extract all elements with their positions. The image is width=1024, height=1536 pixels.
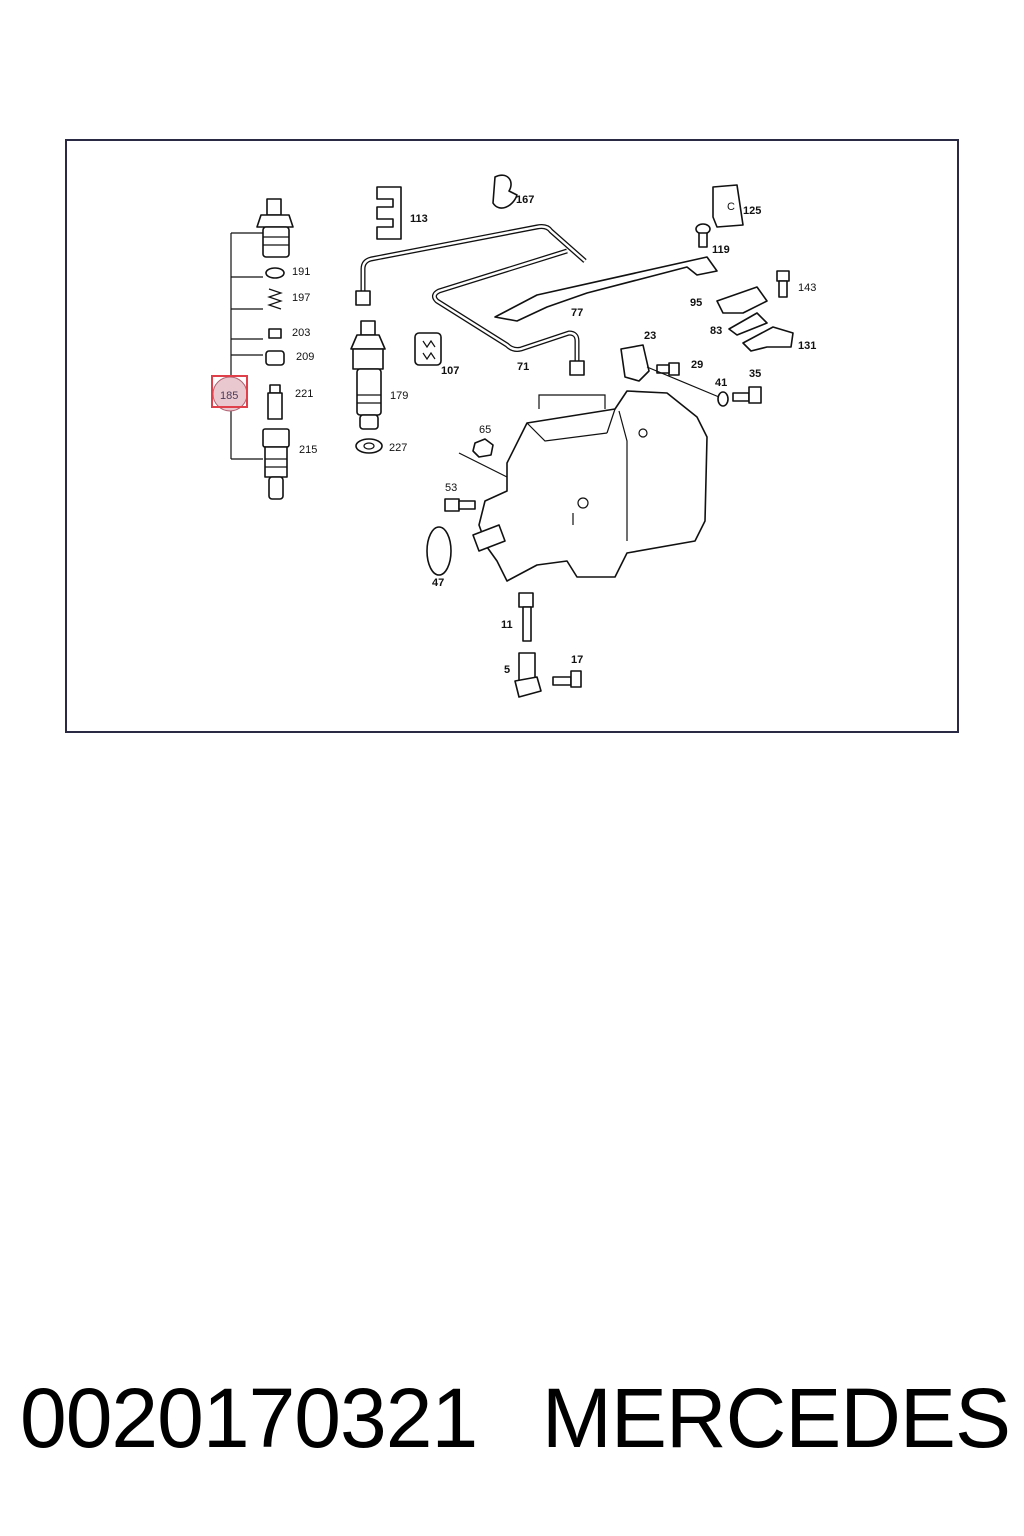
label-167: 167 — [516, 194, 534, 206]
label-71: 71 — [517, 361, 529, 373]
label-23: 23 — [644, 330, 656, 342]
label-17: 17 — [571, 654, 583, 666]
injection-pump — [472, 390, 708, 582]
part-number: 0020170321 — [20, 1371, 478, 1465]
clamp-107 — [414, 332, 442, 366]
label-125: 125 — [743, 205, 761, 217]
bracket-131 — [742, 326, 794, 352]
label-47: 47 — [432, 577, 444, 589]
label-53: 53 — [445, 482, 457, 494]
o-ring-47 — [426, 526, 452, 576]
clip-113 — [376, 186, 402, 240]
washer-191 — [265, 267, 285, 279]
label-143: 143 — [798, 282, 816, 294]
bracket-strip-77 — [494, 256, 718, 322]
label-29: 29 — [691, 359, 703, 371]
injector-explosion-bracket — [230, 232, 263, 460]
parts-diagram: 191 197 203 209 185 221 215 179 227 113 … — [211, 174, 816, 698]
label-113: 113 — [410, 213, 428, 225]
label-119: 119 — [712, 244, 730, 256]
label-227: 227 — [389, 442, 407, 454]
label-95: 95 — [690, 297, 702, 309]
parts-diagram-frame: 191 197 203 209 185 221 215 179 227 113 … — [65, 139, 959, 733]
label-179: 179 — [390, 390, 408, 402]
injector-holder-top — [256, 198, 294, 258]
label-209: 209 — [296, 351, 314, 363]
label-197: 197 — [292, 292, 310, 304]
injector-179 — [350, 320, 386, 430]
label-221: 221 — [295, 388, 313, 400]
bolt-17 — [552, 670, 582, 688]
bracket-23 — [620, 344, 650, 382]
bolt-35 — [732, 386, 762, 404]
label-77: 77 — [571, 307, 583, 319]
label-11: 11 — [501, 619, 513, 631]
label-5: 5 — [504, 664, 510, 676]
spacer-209 — [265, 350, 285, 366]
screw-119 — [695, 223, 711, 248]
label-65: 65 — [479, 424, 491, 436]
label-215: 215 — [299, 444, 317, 456]
label-107: 107 — [441, 365, 459, 377]
highlight-callout-185[interactable] — [211, 375, 248, 412]
caption-bar: 0020170321 MERCEDES — [20, 1368, 1011, 1468]
label-41: 41 — [715, 377, 727, 389]
clip-83 — [728, 312, 768, 336]
label-131: 131 — [798, 340, 816, 352]
injection-line-71 — [355, 224, 587, 376]
bolt-143 — [776, 270, 790, 298]
clip-167 — [492, 174, 518, 209]
nut-65 — [472, 438, 494, 458]
seal-washer-227 — [355, 438, 383, 454]
bracket-125 — [712, 184, 744, 228]
label-bracket-c: C — [727, 201, 735, 213]
stud-11 — [518, 592, 534, 642]
nozzle-221 — [267, 384, 283, 420]
label-203: 203 — [292, 327, 310, 339]
label-191: 191 — [292, 266, 310, 278]
washer-41 — [717, 391, 729, 407]
pin-203 — [268, 328, 282, 339]
brand-name: MERCEDES — [541, 1371, 1011, 1465]
label-185[interactable]: 185 — [220, 390, 238, 402]
bolt-29 — [656, 362, 680, 376]
clip-95 — [716, 286, 768, 314]
bolt-53 — [444, 498, 476, 512]
spring-197 — [267, 288, 283, 310]
label-83: 83 — [710, 325, 722, 337]
nozzle-nut-215 — [262, 428, 290, 500]
label-35: 35 — [749, 368, 761, 380]
fitting-5 — [514, 652, 542, 698]
